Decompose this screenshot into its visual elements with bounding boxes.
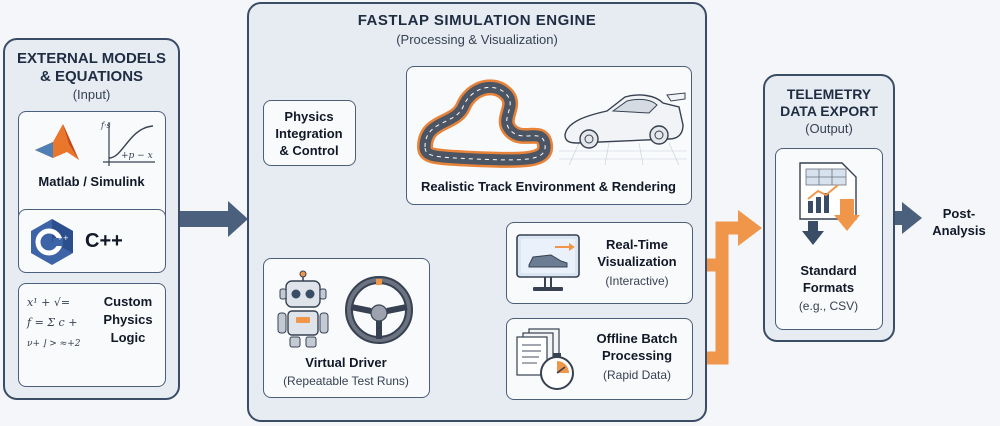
formats-line1: Standard (800, 263, 857, 278)
matlab-label: Matlab / Simulink (38, 174, 145, 189)
physics-line2: Integration (275, 126, 343, 141)
driver-label: Virtual Driver (305, 355, 387, 370)
steering-wheel-icon (344, 275, 414, 345)
robot-icon (276, 270, 330, 349)
svg-text:x¹ + √=: x¹ + √= (27, 296, 70, 309)
post-analysis-line1: Post- (942, 206, 976, 221)
monitor-car-icon (515, 233, 581, 295)
cpp-card: ++ C++ (18, 209, 166, 273)
cpp-label: C++ (85, 230, 123, 252)
spreadsheet-download-icon (794, 159, 866, 247)
engine-subtitle: (Processing & Visualization) (396, 32, 558, 47)
race-track-icon (415, 75, 555, 168)
cpp-logo-icon: ++ (29, 218, 75, 266)
input-to-engine-arrow (178, 201, 248, 237)
standard-formats-card: Standard Formats (e.g., CSV) (775, 148, 883, 330)
offline-batch-card: Offline Batch Processing (Rapid Data) (506, 318, 693, 400)
offline-line1: Offline Batch (596, 331, 678, 346)
svg-text:f·s: f·s (100, 121, 111, 130)
physics-line1: Physics (284, 109, 334, 124)
virtual-driver-card: Virtual Driver (Repeatable Test Runs) (263, 258, 430, 398)
realtime-subtitle: (Interactive) (605, 274, 669, 288)
offline-subtitle: (Rapid Data) (602, 368, 672, 382)
formats-subtitle: (e.g., CSV) (798, 299, 859, 313)
export-title-line2: DATA EXPORT (780, 103, 878, 119)
custom-label-line3: Logic (110, 330, 146, 345)
sports-car-icon (559, 81, 687, 166)
realtime-line1: Real-Time (606, 237, 668, 252)
custom-label-line1: Custom (103, 294, 153, 309)
documents-stopwatch-icon (515, 327, 581, 393)
export-title-line1: TELEMETRY (786, 86, 872, 102)
math-formula-icon: x¹ + √= f = Σ c + ν+ ⌋ > ≈+2 (25, 292, 101, 356)
post-analysis-line2: Analysis (932, 223, 986, 238)
custom-physics-card: x¹ + √= f = Σ c + ν+ ⌋ > ≈+2 Custom Phys… (18, 283, 166, 387)
matlab-logo-icon (33, 120, 81, 166)
track-label: Realistic Track Environment & Rendering (420, 179, 677, 194)
input-title-line1: EXTERNAL MODELS (17, 50, 166, 67)
svg-text:+p − x: +p − x (121, 151, 153, 161)
physics-line3: & Control (279, 143, 339, 158)
realtime-line2: Visualization (597, 254, 677, 269)
svg-text:++: ++ (57, 234, 69, 242)
export-panel: TELEMETRY DATA EXPORT (Output) Stan (763, 74, 895, 342)
svg-text:ν+ ⌋ > ≈+2: ν+ ⌋ > ≈+2 (27, 338, 81, 349)
input-subtitle: (Input) (72, 87, 111, 102)
realtime-visualization-card: Real-Time Visualization (Interactive) (506, 222, 693, 304)
svg-text:f = Σ c +: f = Σ c + (26, 316, 77, 329)
function-graph-icon: f·s +p − x (99, 118, 159, 170)
physics-integration-card: Physics Integration & Control (263, 100, 356, 166)
input-panel: EXTERNAL MODELS & EQUATIONS (Input) f·s … (3, 38, 180, 400)
track-rendering-card: Realistic Track Environment & Rendering (406, 66, 692, 205)
driver-subtitle: (Repeatable Test Runs) (283, 374, 409, 388)
custom-label-line2: Physics (103, 312, 153, 327)
formats-line2: Formats (802, 280, 855, 295)
offline-line2: Processing (601, 348, 673, 363)
input-title-line2: & EQUATIONS (39, 68, 144, 85)
export-subtitle: (Output) (805, 121, 853, 136)
engine-title: FASTLAP SIMULATION ENGINE (357, 12, 597, 29)
